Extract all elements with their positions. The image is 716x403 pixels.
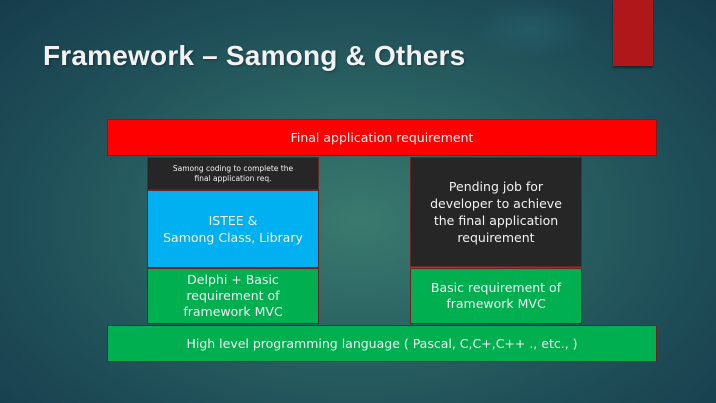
basic-mvc-label: Basic requirement of framework MVC [430, 280, 562, 311]
background-glow [470, 0, 590, 60]
istee-library-box: ISTEE & Samong Class, Library [147, 190, 319, 268]
istee-library-label: ISTEE & Samong Class, Library [163, 213, 303, 245]
slide-title: Framework – Samong & Others [43, 40, 466, 71]
basic-mvc-box: Basic requirement of framework MVC [410, 268, 582, 324]
accent-bar [613, 0, 653, 66]
samong-coding-label: Samong coding to complete the final appl… [172, 163, 294, 183]
samong-coding-box: Samong coding to complete the final appl… [147, 157, 319, 190]
high-level-language-box: High level programming language ( Pascal… [107, 325, 657, 362]
pending-job-label: Pending job for developer to achieve the… [430, 179, 562, 245]
delphi-basic-label: Delphi + Basic requirement of framework … [183, 272, 283, 319]
final-application-requirement-label: Final application requirement [290, 130, 474, 145]
pending-job-box: Pending job for developer to achieve the… [410, 157, 582, 267]
delphi-basic-box: Delphi + Basic requirement of framework … [147, 268, 319, 324]
final-application-requirement-box: Final application requirement [107, 119, 657, 156]
high-level-language-label: High level programming language ( Pascal… [186, 336, 578, 351]
